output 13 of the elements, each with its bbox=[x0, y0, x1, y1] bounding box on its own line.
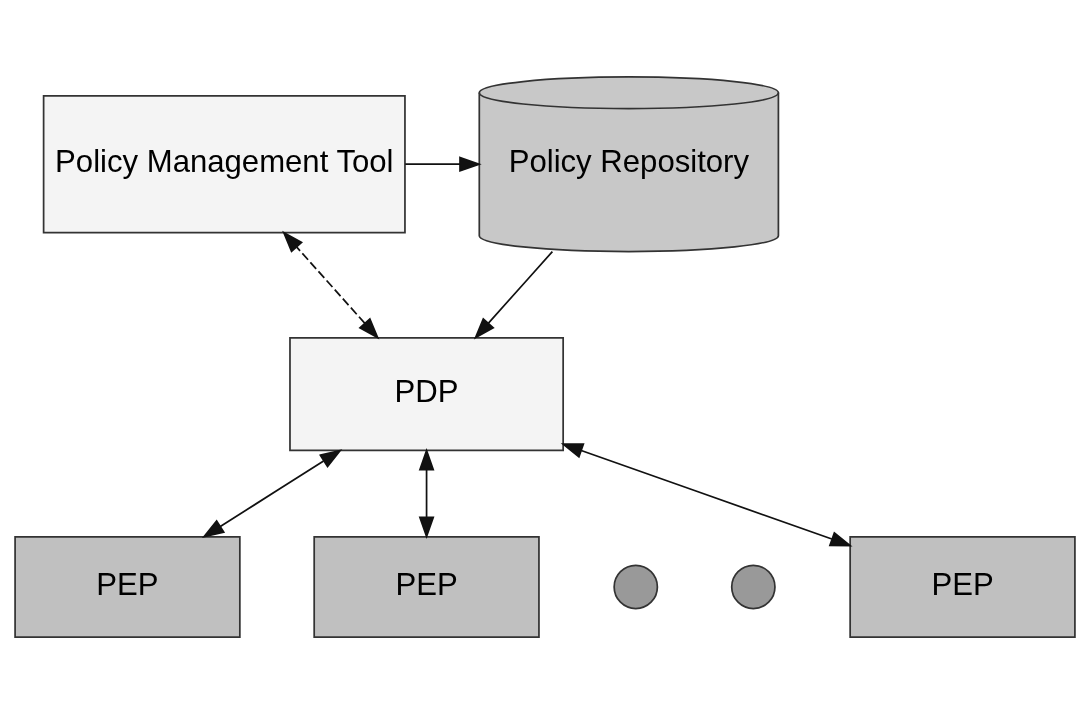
node-circle bbox=[730, 563, 776, 609]
node-box: PEP bbox=[14, 535, 241, 638]
arrow bbox=[473, 250, 554, 339]
arrow bbox=[282, 230, 380, 340]
arrow bbox=[201, 448, 343, 538]
node-box: PEP bbox=[849, 535, 1076, 638]
node-circle bbox=[613, 563, 659, 609]
node-box: PDP bbox=[289, 336, 564, 451]
node-box: PEP bbox=[313, 535, 540, 638]
arrow bbox=[560, 442, 853, 546]
arrow bbox=[404, 155, 482, 172]
node-box: Policy Management Tool bbox=[42, 94, 406, 233]
arrow bbox=[418, 447, 435, 539]
